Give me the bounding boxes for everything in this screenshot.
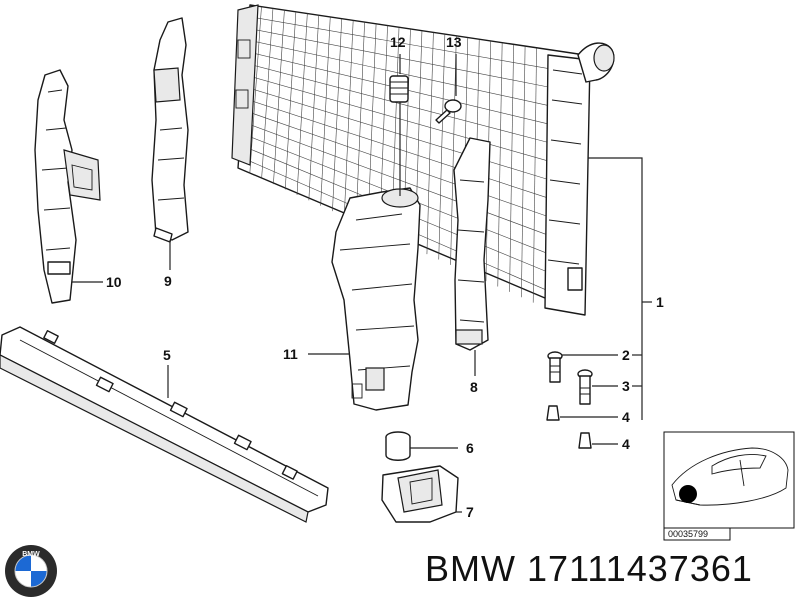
location-marker-icon — [679, 485, 697, 503]
bolt-upper — [547, 351, 563, 383]
diagram-reference-code: 00035799 — [668, 529, 708, 539]
svg-text:BMW: BMW — [22, 551, 40, 558]
callout-2: 2 — [622, 347, 630, 363]
callout-11: 11 — [283, 346, 298, 362]
radiator-air-duct — [331, 187, 421, 411]
callout-4-lower: 4 — [622, 436, 630, 452]
screw — [435, 99, 462, 124]
callout-13: 13 — [446, 34, 462, 50]
clip-b — [578, 432, 592, 449]
radiator-tube — [249, 16, 548, 69]
radiator-tube — [247, 39, 548, 106]
radiator-tube — [243, 86, 547, 180]
bmw-roundel-icon: BMW — [5, 545, 57, 597]
callout-3: 3 — [622, 378, 630, 394]
left-mounting-bracket — [34, 69, 101, 304]
vehicle-location-inset: 00035799 — [663, 431, 795, 541]
callout-12: 12 — [390, 34, 406, 50]
callout-4-upper: 4 — [622, 409, 630, 425]
radiator-tube — [244, 74, 547, 161]
air-duct-strut — [151, 17, 189, 243]
radiator-side-strut — [453, 137, 491, 351]
brand-name: BMW — [425, 548, 516, 589]
callout-1: 1 — [656, 294, 664, 310]
radiator — [231, 4, 615, 316]
part-number-label: BMW 17111437361 — [425, 548, 753, 590]
callout-10: 10 — [106, 274, 122, 290]
callout-5: 5 — [163, 347, 171, 363]
radiator-tube — [242, 109, 547, 217]
clip-a — [546, 405, 560, 421]
callout-9: 9 — [164, 273, 172, 289]
callout-7: 7 — [466, 504, 474, 520]
callout-8: 8 — [470, 379, 478, 395]
radiator-tube — [241, 121, 546, 235]
lower-support-rail — [0, 326, 329, 523]
leader-lines — [72, 54, 652, 513]
mount-bracket — [381, 465, 459, 523]
bolt-lower — [577, 369, 593, 405]
rubber-mount — [385, 431, 411, 461]
radiator-tube — [243, 97, 547, 198]
callout-6: 6 — [466, 440, 474, 456]
radiator-tube — [248, 27, 548, 88]
part-number: 17111437361 — [527, 548, 753, 589]
grommet — [389, 75, 409, 103]
